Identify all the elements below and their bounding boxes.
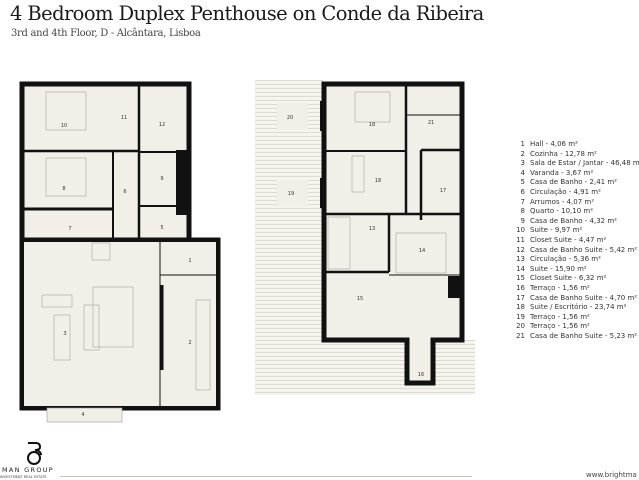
room-label: 2: [188, 340, 191, 346]
logo-text: MAN GROUP: [2, 466, 55, 474]
room-label: 11: [121, 115, 127, 121]
legend-text: Casa de Banho - 4,32 m²: [530, 216, 617, 225]
legend-item: 19 Terraço - 1,56 m²: [511, 313, 639, 323]
legend-number: 8: [520, 207, 525, 216]
legend-item: 14 Suite - 15,90 m²: [511, 265, 639, 275]
legend-number: 21: [516, 331, 525, 340]
legend-number: 19: [516, 312, 525, 321]
legend-text: Suite / Escritório - 23,74 m²: [530, 303, 627, 312]
upper-floor-plan: 20 19 18 18 21 17 13 14 15 16: [255, 80, 475, 395]
legend-number: 10: [516, 226, 525, 235]
room-label: 1: [188, 258, 191, 264]
legend-number: 9: [520, 216, 525, 225]
legend-number: 16: [516, 283, 525, 292]
room-label: 13: [369, 226, 375, 232]
legend-number: 7: [520, 197, 525, 206]
legend-item: 17 Casa de Banho Suite - 4,70 m²: [511, 294, 639, 304]
legend-item: 3 Sala de Estar / Jantar - 46,48 m²: [511, 159, 639, 169]
room-label: 7: [68, 226, 71, 232]
legend-text: Quarto - 10,10 m²: [530, 207, 594, 216]
legend-number: 4: [520, 168, 525, 177]
legend-text: Suite - 15,90 m²: [530, 264, 587, 273]
room-label: 9: [160, 176, 163, 182]
legend-number: 12: [516, 245, 525, 254]
legend-item: 5 Casa de Banho - 2,41 m²: [511, 178, 639, 188]
legend-item: 12 Casa de Banho Suite - 5,42 m²: [511, 246, 639, 256]
legend-item: 4 Varanda - 3,67 m²: [511, 169, 639, 179]
website-url[interactable]: www.brightma: [586, 471, 637, 479]
legend-text: Casa de Banho Suite - 5,42 m²: [530, 245, 638, 254]
legend-number: 14: [516, 264, 525, 273]
room-label: 16: [418, 372, 424, 378]
legend-item: 13 Circulação - 5,36 m²: [511, 255, 639, 265]
legend-text: Cozinha - 12,78 m²: [530, 149, 597, 158]
legend-text: Closet Suite - 4,47 m²: [530, 235, 607, 244]
room-label: 18: [375, 178, 381, 184]
room-legend: 1 Hall - 4,06 m² 2 Cozinha - 12,78 m² 3 Sala …: [511, 140, 639, 341]
legend-text: Hall - 4,06 m²: [530, 140, 578, 148]
legend-item: 2 Cozinha - 12,78 m²: [511, 150, 639, 160]
legend-text: Closet Suite - 6,32 m²: [530, 274, 607, 283]
legend-number: 3: [520, 159, 525, 168]
legend-text: Casa de Banho - 2,41 m²: [530, 178, 617, 187]
legend-text: Circulação - 5,36 m²: [530, 255, 601, 264]
legend-item: 18 Suite / Escritório - 23,74 m²: [511, 303, 639, 313]
room-label: 6: [123, 189, 126, 195]
legend-text: Terraço - 1,56 m²: [530, 283, 590, 292]
legend-text: Terraço - 1,56 m²: [530, 322, 590, 331]
page-title: 4 Bedroom Duplex Penthouse on Conde da R…: [10, 2, 484, 25]
legend-item: 15 Closet Suite - 6,32 m²: [511, 274, 639, 284]
legend-item: 11 Closet Suite - 4,47 m²: [511, 236, 639, 246]
legend-item: 1 Hall - 4,06 m²: [511, 140, 639, 150]
room-label: 10: [61, 123, 67, 129]
logo-subtext: INVESTMENT REAL ESTATE: [0, 475, 47, 479]
lower-floor-plan: 10 11 12 8 6 9 7 5 1 3 2 4: [19, 81, 221, 423]
room-label: 15: [357, 296, 363, 302]
room-label: 14: [419, 248, 425, 254]
room-label: 19: [288, 191, 294, 197]
legend-number: 20: [516, 322, 525, 331]
legend-text: Casa de Banho Suite - 5,23 m²: [530, 331, 638, 340]
legend-text: Varanda - 3,67 m²: [530, 168, 594, 177]
legend-text: Terraço - 1,56 m²: [530, 312, 590, 321]
room-label: 8: [62, 186, 65, 192]
legend-item: 10 Suite - 9,97 m²: [511, 226, 639, 236]
room-label: 5: [160, 225, 163, 231]
legend-item: 16 Terraço - 1,56 m²: [511, 284, 639, 294]
legend-text: Sala de Estar / Jantar - 46,48 m²: [530, 159, 639, 168]
legend-item: 6 Circulação - 4,91 m²: [511, 188, 639, 198]
legend-text: Circulação - 4,91 m²: [530, 187, 601, 196]
legend-item: 8 Quarto - 10,10 m²: [511, 207, 639, 217]
balcony: [46, 407, 123, 423]
room-label: 20: [287, 115, 293, 121]
legend-number: 17: [516, 293, 525, 302]
room-label: 3: [63, 331, 66, 337]
room-label: 18: [369, 122, 375, 128]
legend-item: 7 Arrumos - 4,07 m²: [511, 198, 639, 208]
room-label: 17: [440, 188, 446, 194]
brand-logo-icon: [27, 442, 42, 465]
legend-number: 6: [520, 187, 525, 196]
legend-number: 15: [516, 274, 525, 283]
legend-text: Arrumos - 4,07 m²: [530, 197, 595, 206]
legend-number: 11: [516, 235, 525, 244]
room-label: 12: [159, 122, 165, 128]
legend-text: Casa de Banho Suite - 4,70 m²: [530, 293, 638, 302]
legend-item: 21 Casa de Banho Suite - 5,23 m²: [511, 332, 639, 342]
legend-number: 5: [520, 178, 525, 187]
legend-number: 18: [516, 303, 525, 312]
legend-number: 2: [520, 149, 525, 158]
footer-divider: [60, 476, 472, 477]
legend-number: 13: [516, 255, 525, 264]
page-subtitle: 3rd and 4th Floor, D - Alcântara, Lisboa: [11, 28, 201, 39]
legend-number: 1: [520, 140, 525, 148]
room-label: 21: [428, 120, 434, 126]
legend-item: 9 Casa de Banho - 4,32 m²: [511, 217, 639, 227]
legend-text: Suite - 9,97 m²: [530, 226, 583, 235]
room-label: 4: [81, 412, 84, 418]
legend-item: 20 Terraço - 1,56 m²: [511, 322, 639, 332]
